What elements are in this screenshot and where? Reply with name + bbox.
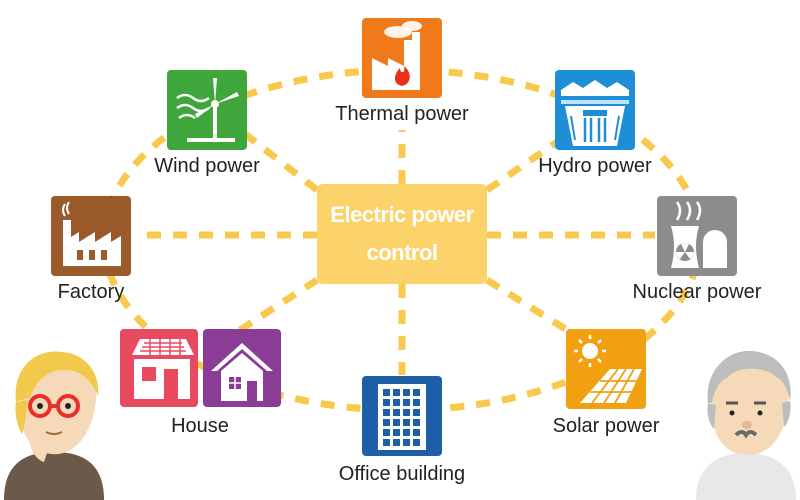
office-building-label: Office building bbox=[338, 463, 466, 485]
office-window bbox=[413, 409, 420, 416]
office-window bbox=[403, 419, 410, 426]
factory-label: Factory bbox=[57, 281, 125, 303]
office-window bbox=[393, 439, 400, 446]
factory-icon bbox=[62, 201, 121, 266]
spoke-wind bbox=[237, 127, 320, 193]
office-window bbox=[393, 429, 400, 436]
office-window bbox=[383, 389, 390, 396]
solar-power-label: Solar power bbox=[552, 415, 660, 437]
house-roof-icon bbox=[211, 343, 273, 401]
hydro-power-tile bbox=[555, 70, 635, 150]
hydro-power-label: Hydro power bbox=[538, 155, 652, 177]
office-window bbox=[413, 439, 420, 446]
wind-turbine-icon bbox=[176, 78, 239, 142]
office-window bbox=[383, 429, 390, 436]
dam-icon bbox=[561, 80, 629, 146]
office-window bbox=[393, 389, 400, 396]
office-building-tile bbox=[362, 376, 442, 456]
house-tile-2 bbox=[203, 329, 281, 407]
factory-tile bbox=[51, 196, 131, 276]
wind-power-tile bbox=[167, 70, 247, 150]
wind-power-label: Wind power bbox=[154, 155, 260, 177]
solar-power-tile bbox=[566, 329, 646, 409]
spoke-solar bbox=[485, 277, 577, 338]
nuclear-power-label: Nuclear power bbox=[632, 281, 762, 303]
office-window bbox=[403, 399, 410, 406]
office-window bbox=[393, 409, 400, 416]
office-window bbox=[413, 419, 420, 426]
center-title-line2: control bbox=[366, 240, 438, 265]
thermal-power-label: Thermal power bbox=[335, 103, 469, 125]
nuclear-power-tile bbox=[657, 196, 737, 276]
house-tile-1 bbox=[120, 329, 198, 407]
house-label: House bbox=[171, 415, 229, 437]
center-title: Electric power control bbox=[317, 196, 487, 272]
office-window bbox=[413, 399, 420, 406]
office-window bbox=[393, 399, 400, 406]
left-person-illustration bbox=[4, 351, 104, 500]
office-window bbox=[383, 399, 390, 406]
office-window bbox=[403, 429, 410, 436]
office-window bbox=[403, 439, 410, 446]
office-window bbox=[393, 419, 400, 426]
office-window bbox=[403, 389, 410, 396]
office-window bbox=[383, 409, 390, 416]
office-window bbox=[383, 419, 390, 426]
nuclear-plant-icon bbox=[671, 201, 727, 268]
right-person-illustration bbox=[696, 350, 796, 500]
center-title-line1: Electric power bbox=[330, 202, 474, 227]
house-icon bbox=[132, 339, 194, 399]
office-window bbox=[413, 389, 420, 396]
office-window bbox=[403, 409, 410, 416]
solar-panel-icon bbox=[574, 335, 642, 404]
office-building-icon bbox=[378, 384, 426, 450]
office-window bbox=[383, 439, 390, 446]
spoke-house bbox=[238, 277, 319, 333]
thermal-power-tile bbox=[362, 18, 442, 98]
center-control-box bbox=[317, 184, 487, 284]
office-window bbox=[413, 429, 420, 436]
factory-flame-icon bbox=[372, 21, 422, 90]
